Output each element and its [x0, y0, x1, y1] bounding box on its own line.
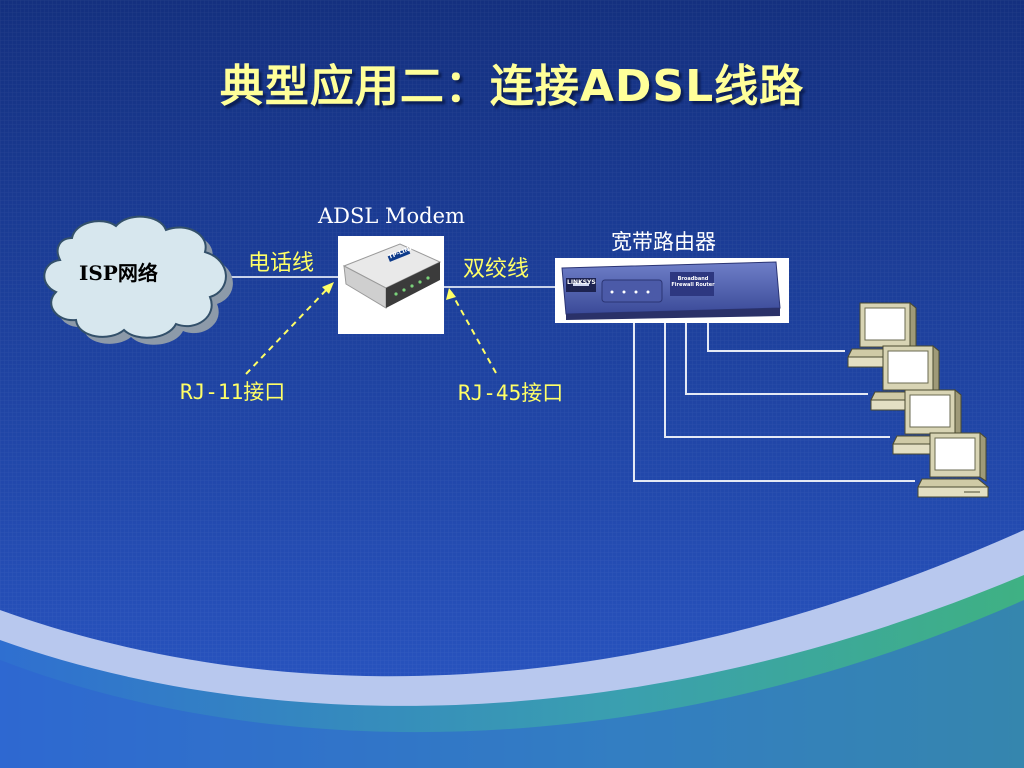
- adsl-modem-icon: [338, 236, 444, 334]
- isp-cloud-icon: [43, 215, 233, 345]
- computer-icon: [917, 431, 990, 498]
- rj11-port-label: RJ-11接口: [180, 380, 286, 404]
- broadband-router-icon: [555, 258, 789, 323]
- computer-icon: [892, 388, 965, 455]
- isp-network-label: ISP网络: [79, 261, 158, 285]
- router-panel-text: Broadband Firewall Router: [671, 276, 715, 288]
- phone-line-label: 电话线: [248, 251, 315, 276]
- rj45-port-label: RJ-45接口: [458, 381, 564, 405]
- rj11-pointer-arrow: [245, 285, 331, 375]
- adsl-modem-label: ADSL Modem: [318, 204, 465, 228]
- bottom-wave-decoration: [0, 530, 1024, 768]
- rj45-pointer-arrow: [450, 291, 497, 374]
- broadband-router-label: 宽带路由器: [611, 230, 716, 254]
- router-brand-text: LINKSYS: [567, 279, 596, 286]
- twisted-pair-label: 双绞线: [463, 257, 530, 282]
- slide-title: 典型应用二：连接ADSL线路: [219, 61, 805, 112]
- lan-cables: [633, 322, 915, 482]
